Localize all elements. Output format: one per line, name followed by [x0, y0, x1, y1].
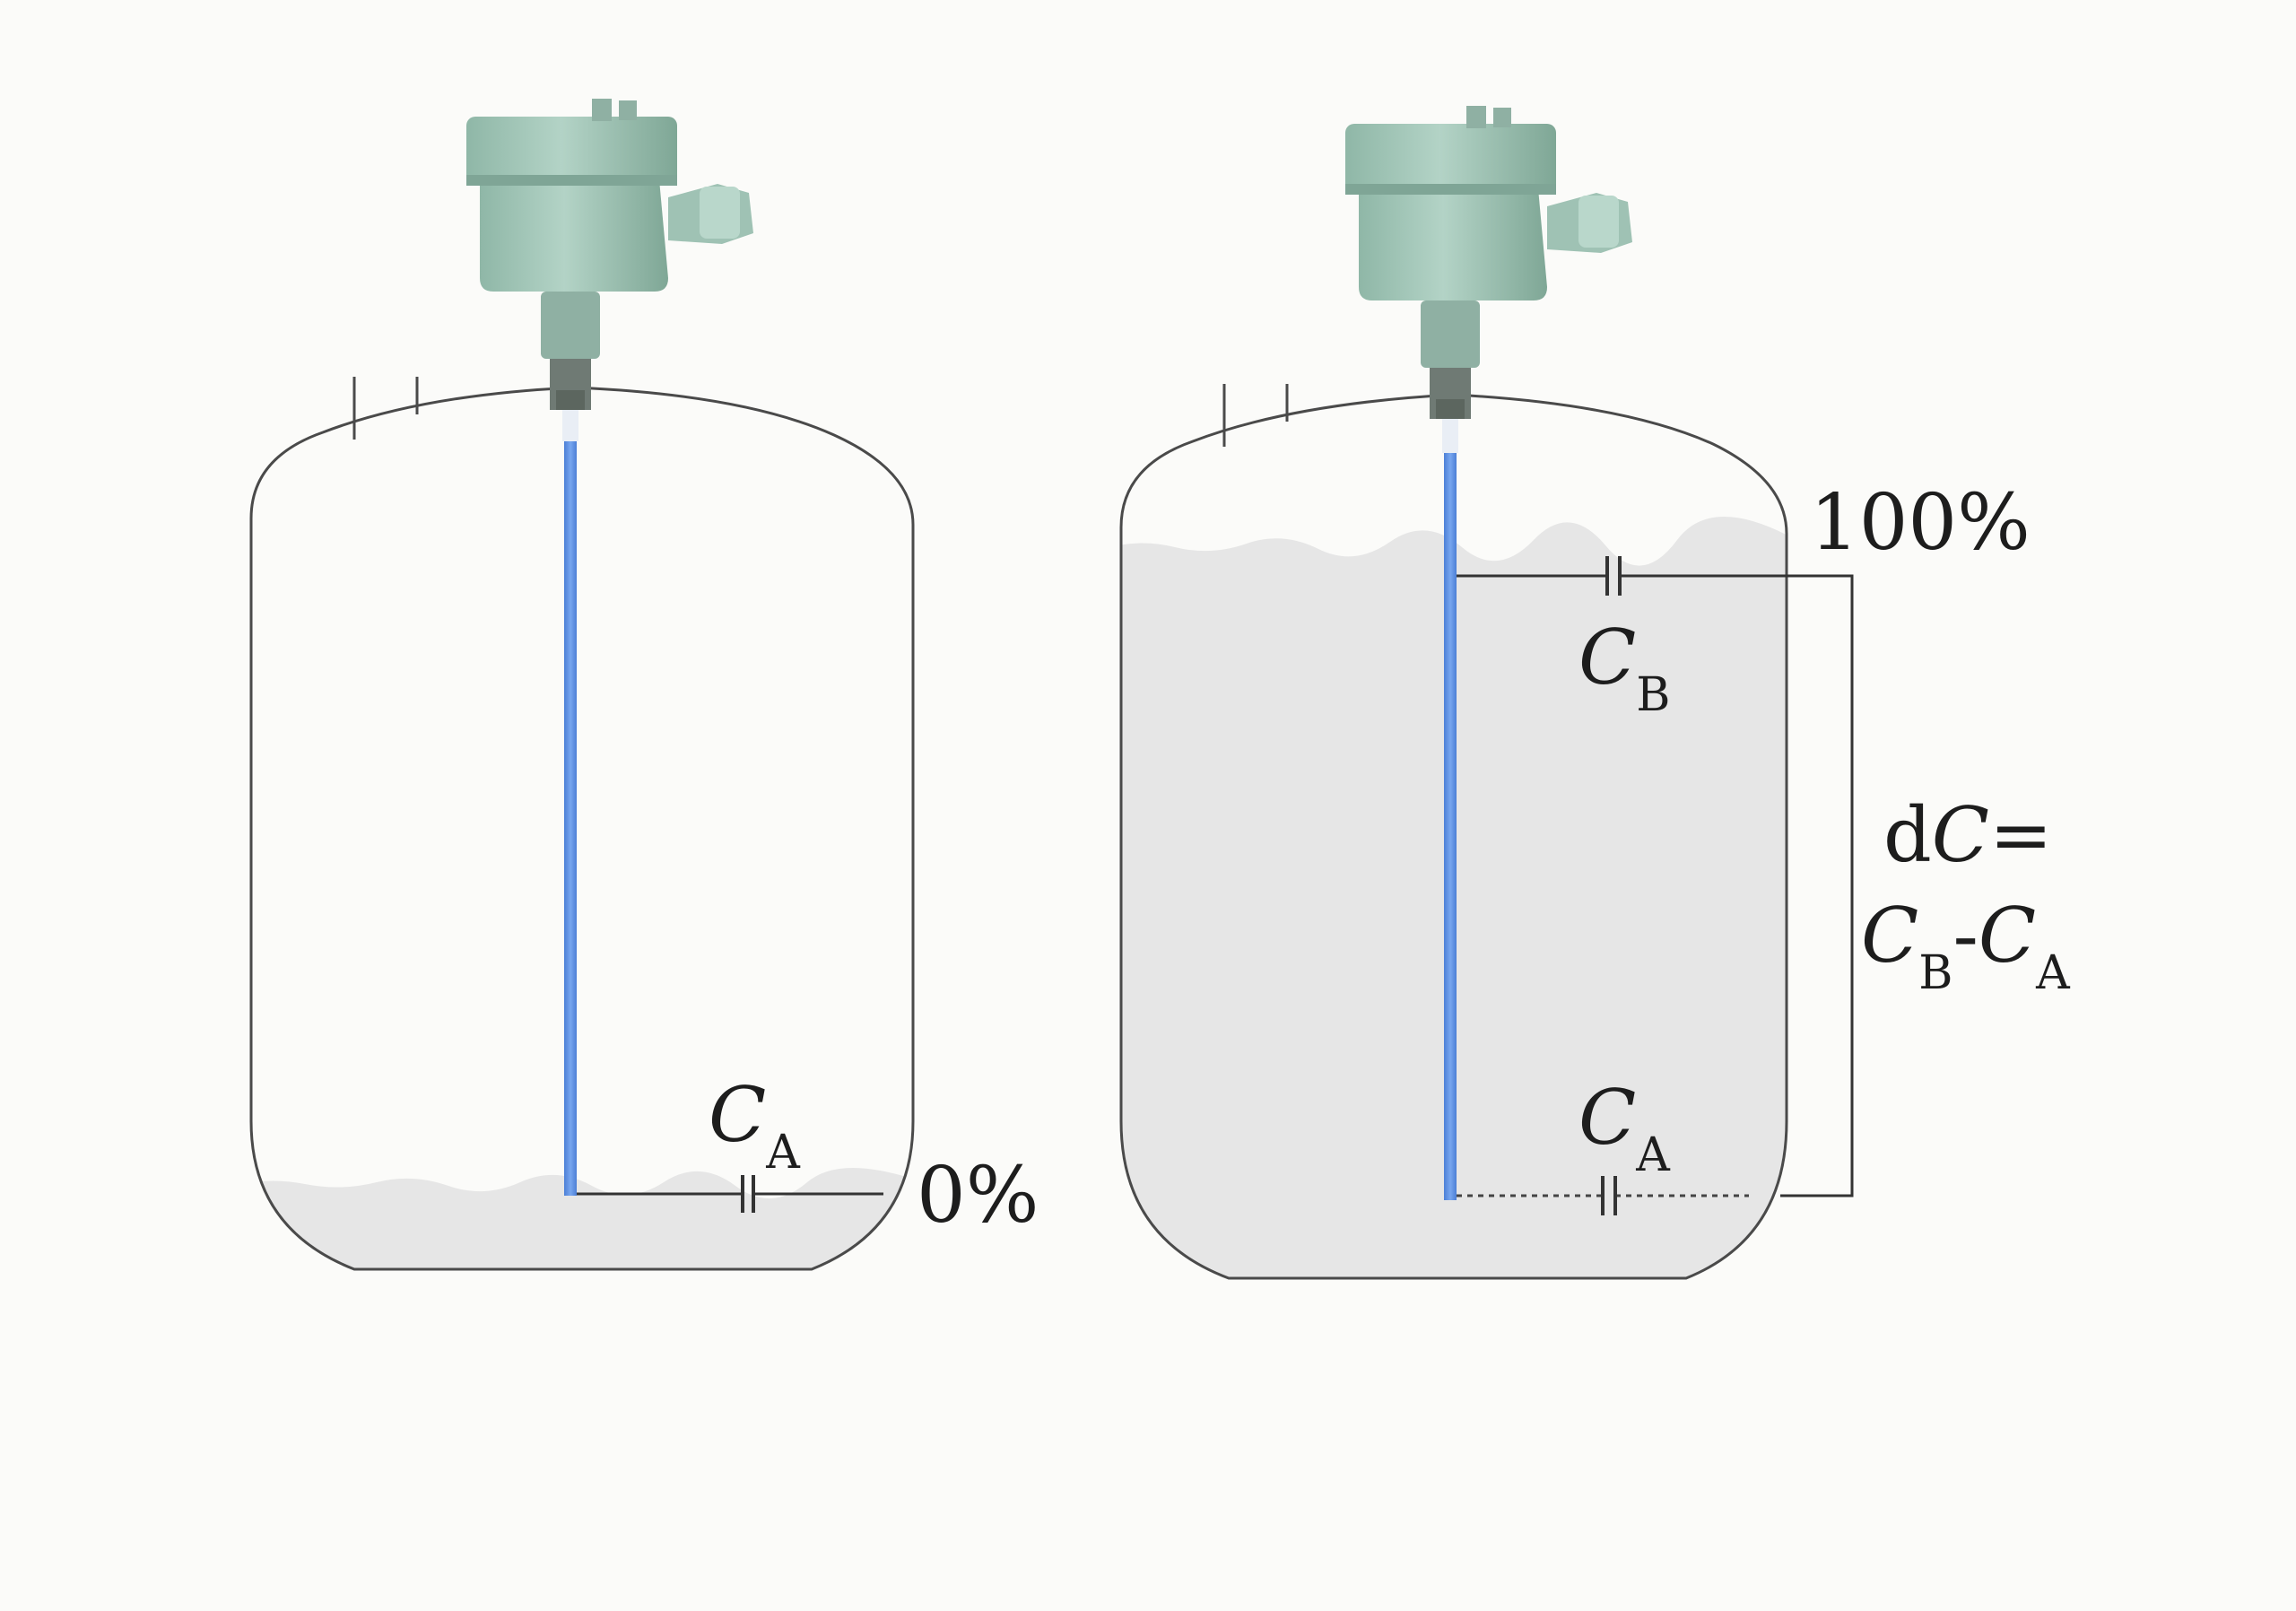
nozzle-full [1222, 384, 1289, 447]
formula-line-1: dC= [1883, 791, 2052, 879]
tank-full: CB CA 100% [1119, 106, 2031, 1280]
probe-rod-empty [564, 408, 577, 1196]
formula-line-2: CB-CA [1861, 892, 2071, 1000]
probe-insulator-full [1442, 417, 1458, 453]
level-label-full: 100% [1810, 478, 2031, 568]
probe-insulator-empty [562, 405, 578, 441]
capacitor-cb [1457, 556, 1787, 596]
label-ca-empty: CA [709, 1071, 801, 1180]
nozzle-empty [352, 377, 419, 440]
capacitor-ca-empty [577, 1175, 883, 1213]
probe-rod-full [1444, 420, 1457, 1200]
tank-outline-empty [249, 386, 915, 1271]
transmitter-housing-full [1345, 106, 1632, 419]
label-ca-full: CA [1578, 1074, 1671, 1182]
transmitter-housing-empty [466, 99, 753, 410]
level-label-empty: 0% [917, 1151, 1039, 1241]
formula: dC= CB-CA [1861, 791, 2071, 1000]
delta-c-bracket [1780, 574, 1854, 1197]
label-cb-full: CB [1578, 614, 1671, 722]
tank-empty: CA 0% [249, 99, 1039, 1271]
capacitor-ca-full [1457, 1176, 1749, 1215]
liquid-empty-tank [251, 1167, 913, 1269]
